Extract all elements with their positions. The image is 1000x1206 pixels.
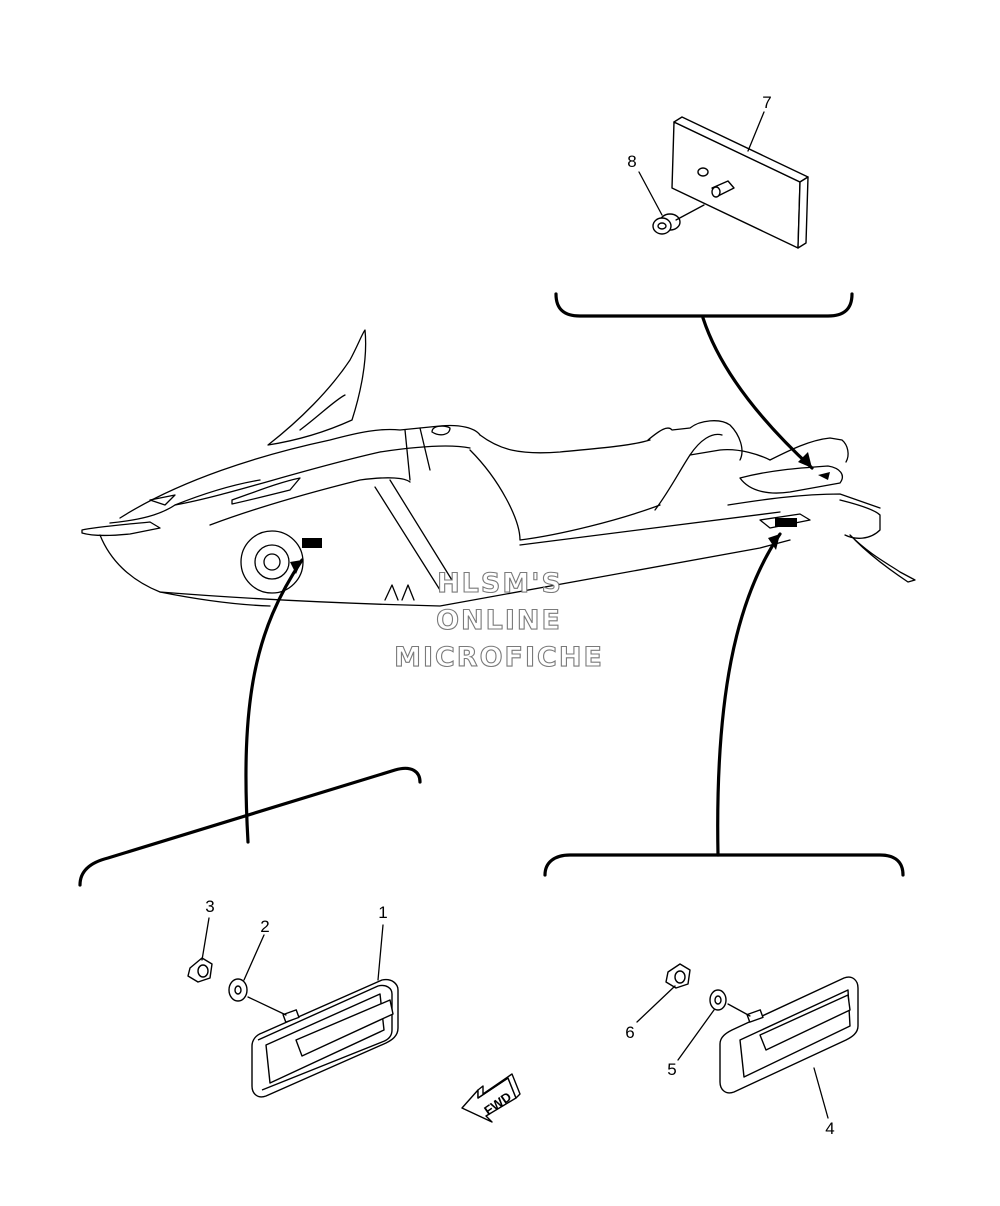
- nut-part-6: [665, 963, 691, 989]
- reflector-part-4: [719, 976, 859, 1094]
- nut-part-3: [187, 957, 213, 983]
- callout-6: 6: [625, 1023, 634, 1042]
- license-plate-reflector-part-7: [671, 116, 809, 249]
- reflector-part-1: [251, 978, 399, 1098]
- washer-part-5: [709, 989, 727, 1011]
- watermark-line-1: HLSM'S: [437, 568, 563, 599]
- callout-5: 5: [667, 1060, 676, 1079]
- callout-8: 8: [627, 152, 636, 171]
- snowmobile-outline: [81, 329, 916, 607]
- watermark: HLSM'S ONLINE MICROFICHE: [394, 567, 604, 673]
- callout-2: 2: [260, 917, 269, 936]
- watermark-line-2: ONLINE: [436, 605, 562, 636]
- washer-part-2: [228, 978, 248, 1002]
- forward-direction-arrow: FWD: [461, 1073, 521, 1123]
- detail-brackets: [78, 292, 905, 887]
- watermark-line-3: MICROFICHE: [394, 642, 604, 673]
- callout-1: 1: [378, 903, 387, 922]
- callout-lines-top: [638, 111, 765, 221]
- leader-arrows: [244, 316, 814, 857]
- callout-lines-left: [201, 917, 384, 1016]
- callout-4: 4: [825, 1119, 834, 1138]
- callout-numbers: 1 2 3 4 5 6 7 8: [205, 93, 834, 1138]
- nut-part-8: [652, 213, 681, 235]
- callout-3: 3: [205, 897, 214, 916]
- callout-lines-right: [636, 985, 829, 1119]
- callout-7: 7: [762, 93, 771, 112]
